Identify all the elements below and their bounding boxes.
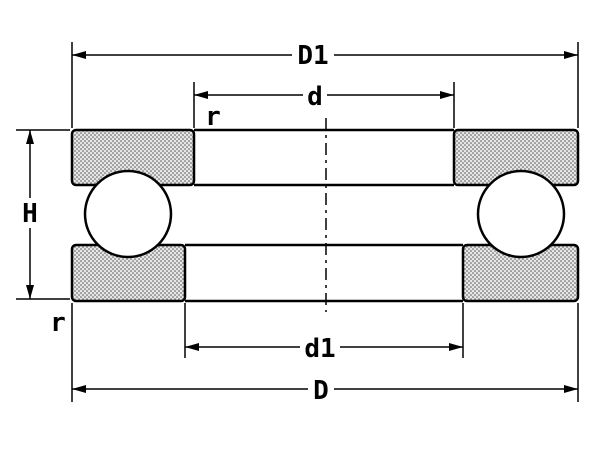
label-d1: d1	[304, 334, 335, 364]
dimension-H	[16, 129, 70, 300]
dimension-D	[71, 303, 579, 404]
dimension-D1	[71, 38, 579, 128]
label-D1: D1	[297, 41, 328, 71]
label-d: d	[307, 82, 323, 112]
label-D: D	[313, 376, 329, 406]
ball-right	[476, 169, 566, 259]
label-H: H	[22, 199, 38, 229]
label-r-bottom: r	[50, 308, 66, 338]
dimension-d1	[184, 303, 464, 362]
dimension-d	[193, 80, 455, 128]
label-r-top: r	[205, 102, 221, 132]
top-washer	[70, 128, 580, 187]
ball-left	[83, 169, 173, 259]
